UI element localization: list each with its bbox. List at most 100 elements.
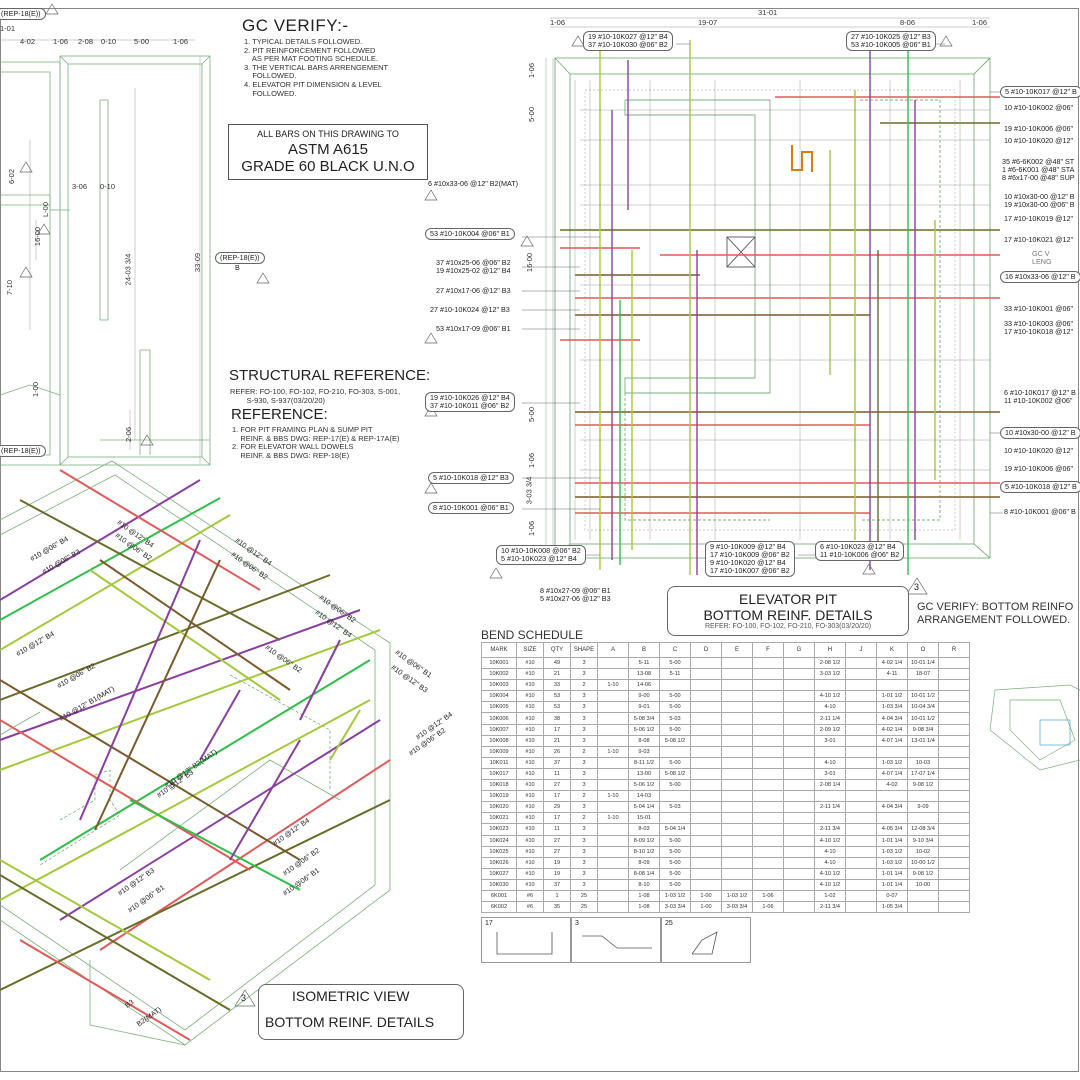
left-plan-dim-left: 1-01	[0, 24, 16, 33]
bend-schedule-column-header: MARK	[481, 642, 517, 658]
table-cell	[690, 834, 722, 847]
table-cell	[721, 701, 753, 714]
pit-sump-icon	[791, 145, 813, 172]
pit-right-tag-13[interactable]: 10 #10x30-00 @12" B	[1000, 427, 1080, 439]
table-cell	[845, 856, 877, 869]
table-cell: 11	[543, 767, 571, 781]
pit-bottom-tag-3[interactable]: 6 #10-10K023 @12" B4 11 #10-10K006 @06" …	[815, 541, 905, 561]
pit-top-right-tag[interactable]: 27 #10-10K025 @12" B3 53 #10-10K005 @06"…	[846, 31, 936, 51]
table-cell: #10	[516, 867, 544, 880]
bend-schedule-column-header: H	[814, 642, 846, 658]
table-cell	[938, 823, 970, 836]
table-cell	[876, 679, 908, 692]
gc-verify-item: 3. THE VERTICAL BARS ARRENGEMENT	[244, 62, 389, 72]
table-cell	[752, 745, 784, 758]
table-cell	[783, 745, 815, 758]
table-cell: 9-00	[628, 690, 660, 703]
table-cell	[690, 701, 722, 714]
table-cell: 3-03 1/2	[814, 668, 846, 681]
bend-schedule-column-header: G	[783, 642, 815, 658]
table-cell	[907, 901, 939, 914]
table-cell: #10	[516, 734, 544, 747]
table-cell	[938, 679, 970, 692]
pit-right-tag-16[interactable]: 5 #10-10K018 @12" B	[1000, 481, 1080, 493]
left-plan-bottom-ref[interactable]: (REP-18(E))	[0, 445, 46, 457]
table-cell	[845, 690, 877, 703]
pit-right-tag-1[interactable]: 5 #10-10K017 @12" B	[1000, 86, 1080, 98]
table-cell	[721, 867, 753, 880]
table-cell: 1-06	[752, 889, 784, 903]
table-cell	[752, 823, 784, 836]
pit-bottom-tag-1[interactable]: 10 #10-10K008 @06" B2 5 #10-10K023 @12" …	[496, 545, 586, 565]
shape-17-icon	[496, 932, 553, 955]
astm-line-2: ASTM A615	[287, 141, 369, 158]
shape-3-box: 3	[571, 917, 661, 963]
table-cell: 10-01 1/2	[907, 712, 939, 725]
bend-schedule-column-header: A	[597, 642, 629, 658]
pit-left-tag-1[interactable]: 53 #10-10K004 @06" B1	[425, 228, 515, 240]
table-cell	[783, 767, 815, 781]
table-cell	[690, 779, 722, 792]
table-cell	[845, 845, 877, 858]
table-cell: 5-06 1/2	[628, 779, 660, 792]
bend-schedule-column-header: QTY	[543, 642, 571, 658]
table-cell	[876, 812, 908, 825]
table-cell	[721, 734, 753, 747]
iso-bars	[0, 469, 391, 1041]
table-cell	[907, 812, 939, 825]
table-cell: 6K001	[481, 889, 517, 903]
pit-bottom-tag-4: 8 #10x27-09 @06" B1 5 #10x27-06 @12" B3	[540, 586, 611, 603]
table-cell	[659, 790, 691, 803]
table-cell	[783, 723, 815, 736]
table-cell	[597, 756, 629, 769]
table-cell	[752, 690, 784, 703]
revision-triangles	[19, 3, 953, 1007]
pit-left-tag-7[interactable]: 5 #10-10K018 @12" B3	[428, 472, 514, 484]
table-cell: #10	[516, 790, 544, 803]
table-cell: 3	[570, 734, 598, 747]
left-plan-outline	[0, 55, 211, 466]
left-plan-inner-dim-6: 7-10	[5, 279, 15, 296]
pit-right-tag-8: 17 #10-10K021 @12"	[1004, 235, 1073, 244]
table-cell: 53	[543, 690, 571, 703]
table-cell: 8-08	[628, 734, 660, 747]
table-cell	[752, 734, 784, 747]
table-cell: 10K018	[481, 779, 517, 792]
pit-right-tag-14: 10 #10-10K020 @12"	[1004, 446, 1073, 455]
pit-top-left-tag[interactable]: 19 #10-10K027 @12" B4 37 #10-10K030 @06"…	[583, 31, 673, 51]
table-cell	[783, 856, 815, 869]
drawing-frame	[0, 8, 1079, 1072]
table-cell: 2	[570, 790, 598, 803]
table-cell: 3	[570, 856, 598, 869]
table-cell: 2-11 3/4	[814, 823, 846, 836]
table-cell	[845, 701, 877, 714]
pit-left-tag-8[interactable]: 8 #10-10K001 @06" B1	[428, 502, 514, 514]
table-cell	[938, 845, 970, 858]
bend-schedule-column-header: C	[659, 642, 691, 658]
pit-plan-dimlines	[545, 17, 990, 558]
table-cell: 8-09	[628, 856, 660, 869]
pit-right-tag-9[interactable]: 16 #10x33-06 @12" B	[1000, 271, 1080, 283]
table-cell: 1-01 1/4	[876, 878, 908, 891]
pit-bottom-tag-2[interactable]: 9 #10-10K009 @12" B4 17 #10-10K009 @06" …	[705, 541, 795, 577]
left-plan-inner-dim-1: 6-02	[7, 168, 17, 185]
table-cell: 9-08 1/2	[907, 779, 939, 792]
table-cell: 3	[570, 834, 598, 847]
table-cell: 4-02	[876, 779, 908, 792]
table-cell	[814, 790, 846, 803]
table-cell	[783, 878, 815, 891]
table-cell: 4-10	[814, 856, 846, 869]
table-cell	[690, 668, 722, 681]
table-cell	[721, 856, 753, 869]
table-cell	[845, 823, 877, 836]
table-cell: 1-02	[814, 889, 846, 903]
pit-left-tag-6[interactable]: 19 #10-10K026 @12" B4 37 #10-10K011 @06"…	[425, 392, 515, 412]
table-cell	[752, 668, 784, 681]
left-plan-top-ref[interactable]: (REP-18(E))	[0, 8, 46, 20]
table-cell	[783, 790, 815, 803]
left-plan-section-ref[interactable]: (REP-18(E))	[215, 252, 265, 264]
